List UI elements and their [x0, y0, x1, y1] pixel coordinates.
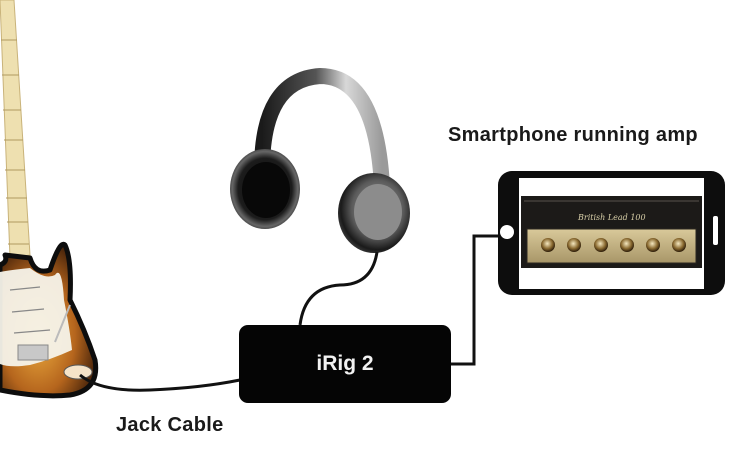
irig-label: iRig 2	[316, 352, 374, 375]
headphone-cable-line	[298, 251, 379, 326]
smartphone-icon	[498, 171, 725, 295]
phone-cable-line	[451, 234, 503, 366]
irig-interface-box: iRig 2	[239, 325, 451, 403]
jack-cable-label: Jack Cable	[116, 414, 224, 436]
amp-brand-text: British Lead 100	[578, 213, 646, 222]
headphones-icon	[230, 67, 410, 253]
amp-knobs	[541, 238, 686, 252]
guitar-icon	[0, 0, 99, 399]
jack-cable-line	[79, 373, 241, 392]
smartphone-label: Smartphone running amp	[448, 124, 698, 146]
